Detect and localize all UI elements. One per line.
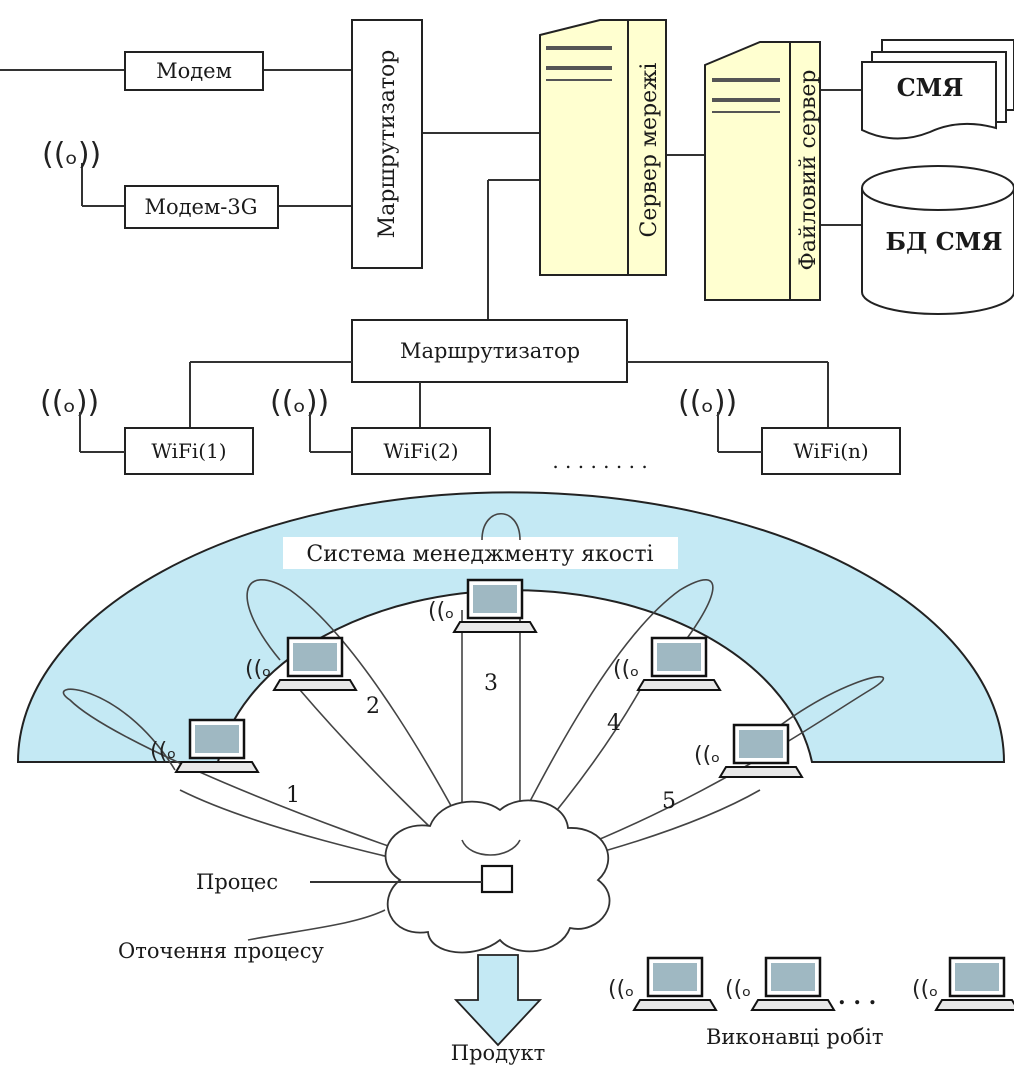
bottom-router-box	[351, 319, 628, 383]
laptop-5: ((ₒ	[694, 723, 804, 779]
loop-2	[246, 579, 491, 881]
qms-database: БД СМЯ	[861, 165, 1014, 315]
number-2: 2	[366, 694, 380, 719]
wifi-n-box	[761, 427, 901, 475]
performer-laptop-3: ((ₒ	[912, 956, 1014, 1012]
number-3: 3	[484, 671, 498, 696]
modem-box	[124, 51, 264, 91]
qms-document-stack: СМЯ	[861, 39, 1014, 140]
top-router-label: Маршрутизатор	[375, 50, 400, 239]
number-1: 1	[286, 783, 300, 808]
wifi-n-label: WiFi(n)	[793, 439, 868, 463]
network-server-label: Сервер мережі	[637, 63, 662, 238]
modem3g-label: Модем-3G	[144, 195, 257, 219]
qms-title-bg	[283, 537, 678, 569]
loop-3-top	[481, 513, 521, 541]
laptop-1: ((ₒ	[150, 718, 260, 774]
process-label: Процес	[196, 870, 278, 894]
wifi-2-label: WiFi(2)	[383, 439, 458, 463]
file-server-label: Файловий сервер	[796, 70, 821, 271]
environment-pointer	[247, 909, 386, 941]
laptop-2-radio-icon: ((ₒ	[245, 657, 271, 682]
modem-label: Модем	[156, 59, 232, 83]
top-router-box	[351, 19, 423, 269]
performer-1-radio-icon: ((ₒ	[608, 977, 634, 1002]
antenna-wifi1-icon: ((ₒ))	[40, 385, 99, 420]
wifi-1-label: WiFi(1)	[151, 439, 226, 463]
number-5: 5	[662, 789, 676, 814]
performers-label: Виконавці робіт	[706, 1025, 884, 1049]
wifi-2-box	[351, 427, 491, 475]
antenna-3g-icon: ((ₒ))	[42, 137, 101, 172]
process-box	[480, 864, 514, 894]
laptop-4-radio-icon: ((ₒ	[613, 657, 639, 682]
laptop-3: ((ₒ	[428, 578, 538, 634]
wifi-1-box	[124, 427, 254, 475]
network-section: ((ₒ)) Модем Модем-3G Маршрутизатор Серве…	[0, 19, 1014, 475]
modem3g-box	[124, 185, 279, 229]
antenna-wifin-icon: ((ₒ))	[678, 385, 737, 420]
product-label: Продукт	[451, 1041, 545, 1065]
performer-laptop-1: ((ₒ	[608, 956, 718, 1012]
network-server: Сервер мережі	[539, 19, 667, 276]
bottom-router-label: Маршрутизатор	[400, 339, 580, 363]
qms-section: Система менеджменту якості Процес Оточен…	[16, 491, 1014, 1065]
loop-5	[489, 675, 885, 881]
wifi-ellipsis: . . . . . . . .	[552, 449, 647, 473]
qms-arc-band	[16, 491, 1006, 763]
performer-laptop-2: ((ₒ	[725, 956, 836, 1012]
laptop-1-radio-icon: ((ₒ	[150, 739, 176, 764]
laptop-3-radio-icon: ((ₒ	[428, 599, 454, 624]
laptop-5-radio-icon: ((ₒ	[694, 743, 720, 768]
performer-3-radio-icon: ((ₒ	[912, 977, 938, 1002]
product-arrow	[453, 954, 543, 1047]
qms-title: Система менеджменту якості	[306, 542, 653, 567]
qms-db-label: БД СМЯ	[885, 227, 1002, 256]
performers-dots: . . .	[838, 984, 876, 1010]
cloud-swirl	[461, 839, 521, 856]
qms-doc-label: СМЯ	[897, 73, 964, 102]
loop-1	[62, 688, 491, 881]
laptop-4: ((ₒ	[613, 636, 722, 692]
loop-4	[489, 579, 714, 881]
environment-label: Оточення процесу	[118, 939, 324, 963]
number-4: 4	[607, 711, 621, 736]
performer-2-radio-icon: ((ₒ	[725, 977, 751, 1002]
laptop-2: ((ₒ	[245, 636, 358, 692]
antenna-wifi2-icon: ((ₒ))	[270, 385, 329, 420]
file-server: Файловий сервер	[704, 41, 821, 301]
